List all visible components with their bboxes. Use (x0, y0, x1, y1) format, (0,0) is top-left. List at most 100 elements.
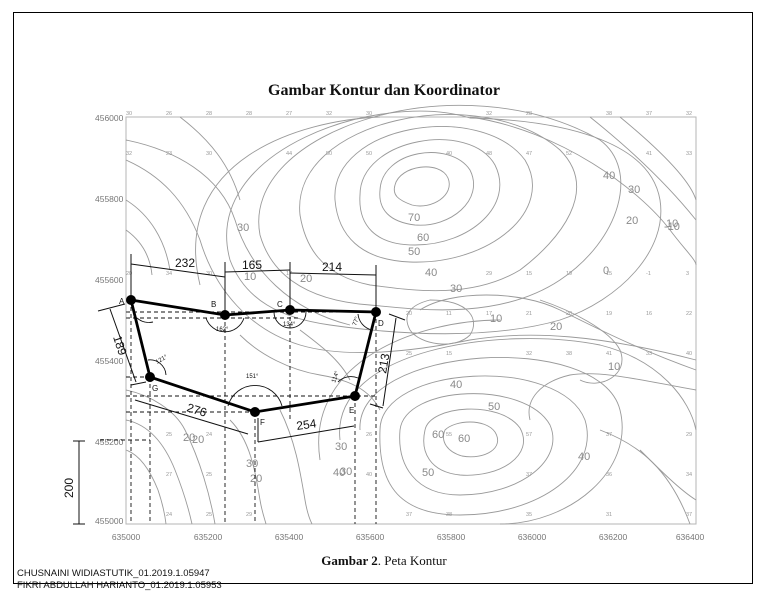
svg-text:19: 19 (566, 271, 572, 277)
svg-text:20: 20 (406, 311, 412, 317)
svg-text:30: 30 (206, 271, 212, 277)
contour-labels: 70 60 50 40 30 20 10 0 40 30 20 10 30 20… (183, 170, 680, 485)
distance-labels: 232 165 214 213 254 276 189 200 (62, 256, 392, 498)
map-title: Gambar Kontur dan Koordinator (268, 82, 500, 99)
contour-label: 40 (333, 467, 345, 479)
contour-label: 30 (340, 466, 352, 478)
svg-text:32: 32 (486, 111, 492, 117)
point-label-f: F (260, 418, 265, 427)
y-tick: 455600 (95, 275, 124, 285)
svg-text:40: 40 (446, 151, 452, 157)
distance-cd: 214 (322, 260, 342, 274)
author-line-2: FIKRI ABDULLAH HARIANTO_01.2019.1.05953 (17, 580, 222, 591)
x-axis-labels: 635000 635200 635400 635600 635800 63600… (112, 532, 705, 542)
angle-label-d: 77° (352, 316, 361, 327)
svg-text:19: 19 (606, 311, 612, 317)
svg-text:23: 23 (166, 151, 172, 157)
svg-text:26: 26 (166, 111, 172, 117)
grid-elevation-values: 30 26 28 28 27 32 30 32 28 38 37 32 32 2… (126, 111, 692, 518)
svg-text:3: 3 (686, 271, 689, 277)
svg-text:28: 28 (246, 111, 252, 117)
svg-text:44: 44 (286, 151, 292, 157)
svg-text:27: 27 (286, 111, 292, 117)
x-tick: 635000 (112, 532, 141, 542)
projection-lines (100, 300, 377, 524)
point-e-marker (350, 391, 360, 401)
svg-text:30: 30 (126, 111, 132, 117)
contour-label: 50 (488, 401, 500, 413)
svg-text:29: 29 (486, 271, 492, 277)
svg-text:41: 41 (606, 351, 612, 357)
svg-text:57: 57 (526, 432, 532, 438)
svg-text:33: 33 (646, 351, 652, 357)
svg-text:38: 38 (606, 111, 612, 117)
y-tick: 455400 (95, 356, 124, 366)
contour-label: 20 (300, 273, 312, 285)
point-b-marker (220, 310, 230, 320)
svg-text:38: 38 (446, 512, 452, 518)
svg-text:33: 33 (686, 151, 692, 157)
x-tick: 635600 (356, 532, 385, 542)
svg-text:11: 11 (446, 311, 452, 317)
svg-text:29: 29 (246, 512, 252, 518)
contour-label: 10 (490, 313, 502, 325)
svg-text:24: 24 (166, 512, 172, 518)
contour-label: 40 (450, 379, 462, 391)
contour-label: 20 (550, 321, 562, 333)
svg-text:32: 32 (126, 151, 132, 157)
y-tick: 455800 (95, 194, 124, 204)
distance-bc: 165 (242, 258, 262, 272)
svg-text:50: 50 (326, 151, 332, 157)
point-label-e: E (349, 406, 354, 415)
angle-arcs (136, 311, 373, 407)
contour-label: 30 (237, 222, 249, 234)
x-tick: 635800 (437, 532, 466, 542)
point-label-a: A (119, 297, 125, 306)
svg-text:30: 30 (206, 151, 212, 157)
svg-text:20: 20 (126, 271, 132, 277)
svg-text:25: 25 (206, 512, 212, 518)
svg-text:17: 17 (286, 271, 292, 277)
contour-lines (125, 104, 697, 525)
point-label-g: G (152, 384, 158, 393)
caption-label: Gambar 2 (321, 553, 378, 568)
contour-label: 30 (628, 184, 640, 196)
point-label-d: D (378, 319, 384, 328)
contour-label: 50 (408, 246, 420, 258)
traverse-polygon (129, 298, 378, 414)
angle-label-e: 114° (331, 370, 341, 384)
svg-text:37: 37 (646, 111, 652, 117)
svg-text:24: 24 (206, 432, 212, 438)
svg-text:25: 25 (406, 351, 412, 357)
angle-label-c: 134° (283, 322, 296, 328)
traverse-points (126, 295, 381, 417)
angle-label-b: 162° (216, 327, 229, 333)
svg-text:29: 29 (686, 432, 692, 438)
svg-text:37: 37 (686, 512, 692, 518)
svg-text:32: 32 (686, 111, 692, 117)
x-tick: 635200 (194, 532, 223, 542)
contour-label: 0 (603, 265, 609, 277)
svg-text:40: 40 (686, 351, 692, 357)
contour-label: 60 (417, 232, 429, 244)
point-label-c: C (277, 300, 283, 309)
contour-label: 70 (408, 212, 420, 224)
svg-text:34: 34 (166, 271, 172, 277)
svg-text:-1: -1 (646, 271, 651, 277)
svg-text:52: 52 (566, 151, 572, 157)
x-tick: 636400 (676, 532, 705, 542)
svg-text:16: 16 (646, 311, 652, 317)
point-label-b: B (211, 300, 216, 309)
author-line-1: CHUSNAINI WIDIASTUTIK_01.2019.1.05947 (17, 568, 210, 579)
contour-label: 30 (246, 458, 258, 470)
contour-label: 30 (450, 283, 462, 295)
map-panel-border (125, 116, 697, 525)
svg-text:27: 27 (166, 472, 172, 478)
svg-text:41: 41 (646, 151, 652, 157)
scale-distance: 200 (62, 478, 76, 498)
contour-label: 30 (335, 441, 347, 453)
contour-label: 50 (422, 467, 434, 479)
point-d-marker (371, 307, 381, 317)
y-axis-labels: 456000 455800 455600 455400 455200 45500… (95, 113, 124, 526)
